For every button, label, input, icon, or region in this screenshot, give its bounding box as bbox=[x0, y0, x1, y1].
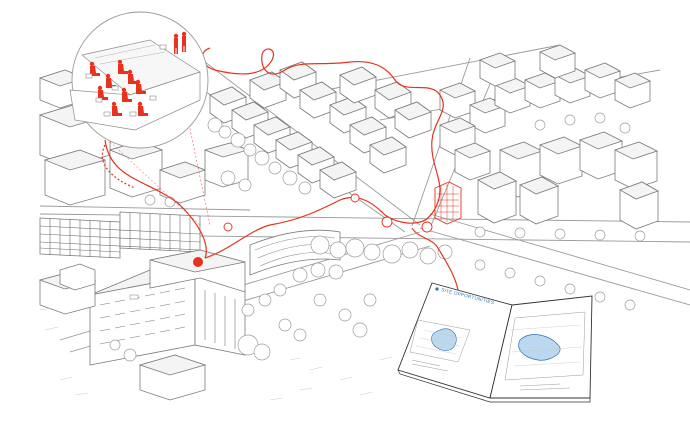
callout-seats bbox=[85, 44, 167, 117]
map-pin-marker bbox=[193, 257, 203, 267]
trees bbox=[109, 112, 646, 362]
red-journey-path bbox=[101, 47, 459, 291]
ground-texture bbox=[39, 307, 393, 401]
seat-icon bbox=[223, 193, 433, 233]
row-houses-central bbox=[209, 61, 432, 199]
buildings-southwest bbox=[38, 263, 207, 401]
highlighted-building bbox=[434, 181, 462, 225]
buildings-northeast bbox=[439, 44, 659, 230]
open-booklet bbox=[397, 282, 593, 403]
grid-facade-building bbox=[39, 211, 201, 259]
figure-icons bbox=[89, 31, 187, 116]
